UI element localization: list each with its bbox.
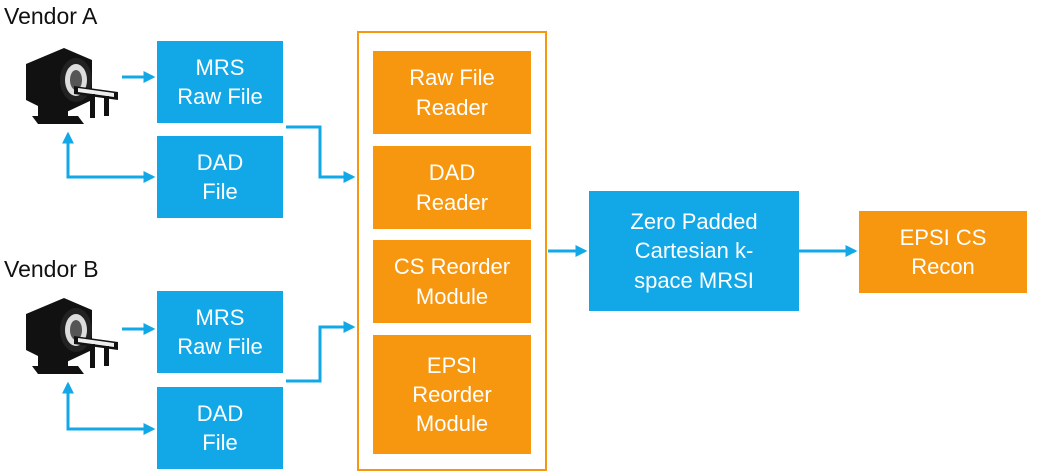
module-group-frame (357, 31, 547, 471)
box-line: MRS (195, 304, 245, 330)
box-line: space MRSI (634, 267, 754, 293)
arrow-vendor-b-to-modules (286, 321, 356, 383)
cs-reorder-module-box: CS Reorder Module (373, 240, 531, 323)
box-line: DAD (196, 149, 244, 175)
mri-scanner-icon (26, 48, 118, 124)
box-line: Module (415, 411, 489, 437)
box-line: Cartesian k- (634, 238, 754, 264)
box-line: DAD (196, 400, 244, 426)
box-line: Raw File (177, 334, 263, 359)
zero-padded-mrsi-box: Zero Padded Cartesian k- space MRSI (589, 191, 799, 311)
box-line: File (202, 179, 238, 204)
box-line: Raw File (409, 65, 495, 91)
box-line: EPSI CS (899, 224, 987, 250)
box-line: DAD (428, 160, 476, 186)
box-line: Reorder (412, 381, 492, 407)
box-line: Module (415, 283, 489, 309)
vendor-b-dad-file-box: DAD File (157, 387, 283, 469)
box-line: Raw File (177, 84, 263, 109)
vendor-b-mrs-raw-file-box: MRS Raw File (157, 291, 283, 373)
box-line: Recon (911, 254, 975, 279)
box-line: MRS (195, 54, 245, 80)
raw-file-reader-box: Raw File Reader (373, 51, 531, 134)
box-line: CS Reorder (393, 254, 511, 280)
box-line: Reader (415, 189, 489, 215)
dad-reader-box: DAD Reader (373, 146, 531, 229)
box-line: Zero Padded (630, 209, 758, 235)
mri-scanner-icon (26, 298, 118, 374)
arrow-scanner-a-dad-link (62, 131, 156, 183)
arrow-scanner-b-dad-link (62, 381, 156, 435)
vendor-a-mrs-raw-file-box: MRS Raw File (157, 41, 283, 123)
vendor-b-label: Vendor B (4, 256, 99, 282)
box-line: EPSI (426, 352, 478, 378)
epsi-cs-recon-box: EPSI CS Recon (859, 211, 1027, 293)
vendor-a-dad-file-box: DAD File (157, 136, 283, 218)
arrow-vendor-a-to-modules (286, 125, 356, 183)
epsi-reorder-module-box: EPSI Reorder Module (373, 335, 531, 454)
box-line: Reader (415, 94, 489, 120)
box-line: File (202, 430, 238, 455)
vendor-a-label: Vendor A (4, 3, 98, 29)
